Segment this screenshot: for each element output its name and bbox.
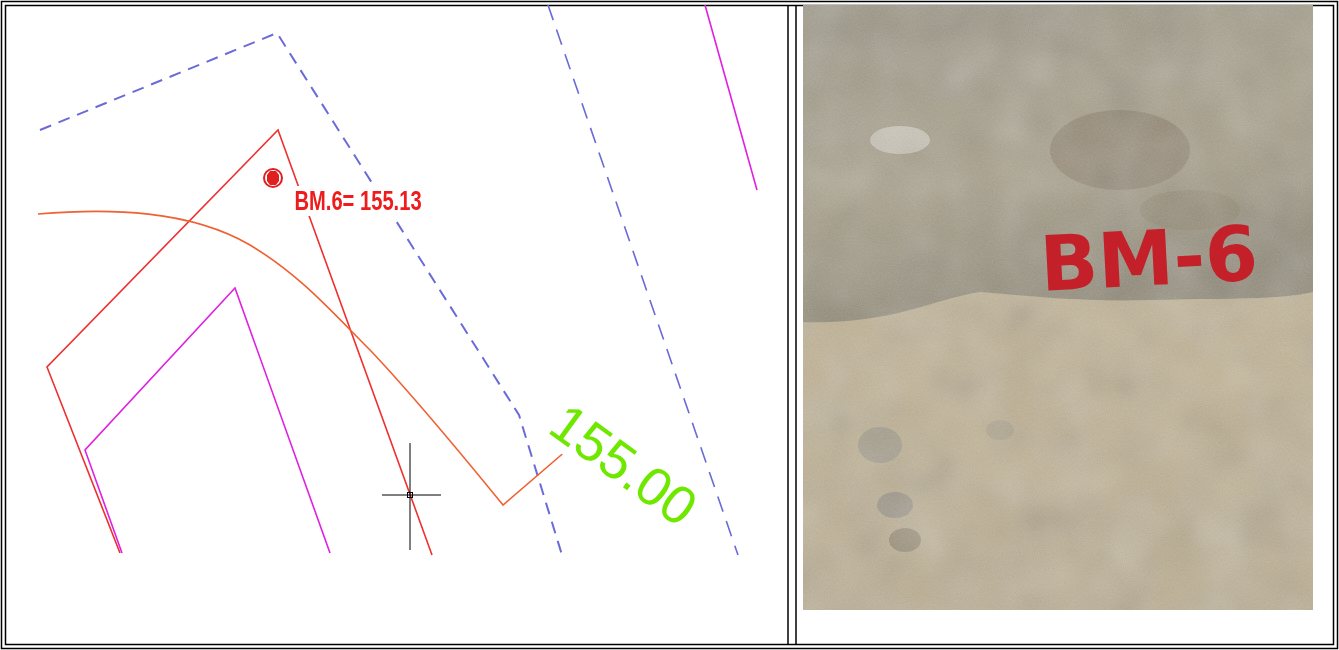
divider-line xyxy=(795,6,797,645)
cad-drawing xyxy=(38,5,757,555)
crosshair-box xyxy=(408,493,413,498)
crosshair-line xyxy=(382,495,441,496)
benchmark-symbol xyxy=(264,169,282,187)
contour-line xyxy=(38,211,567,505)
benchmark-label: BM.6= 155.13 xyxy=(293,186,423,216)
photo-grain xyxy=(803,5,1313,610)
contour-elevation: 155.00 xyxy=(539,392,709,537)
inner-border xyxy=(6,6,1334,645)
crosshair-line xyxy=(410,443,411,550)
red-outline xyxy=(47,130,432,555)
boundary-dashed xyxy=(40,33,562,555)
benchmark-dot xyxy=(267,171,279,185)
photo-shading xyxy=(803,5,1313,610)
benchmark-photo xyxy=(803,5,1313,610)
magenta-outline xyxy=(85,288,330,553)
magenta-line xyxy=(705,5,757,190)
sand-ground xyxy=(803,5,1313,610)
painted-mark: BM-6 xyxy=(1036,214,1262,304)
cursor-crosshair xyxy=(382,443,441,550)
divider-line xyxy=(787,6,789,645)
benchmark-ring xyxy=(264,169,282,187)
